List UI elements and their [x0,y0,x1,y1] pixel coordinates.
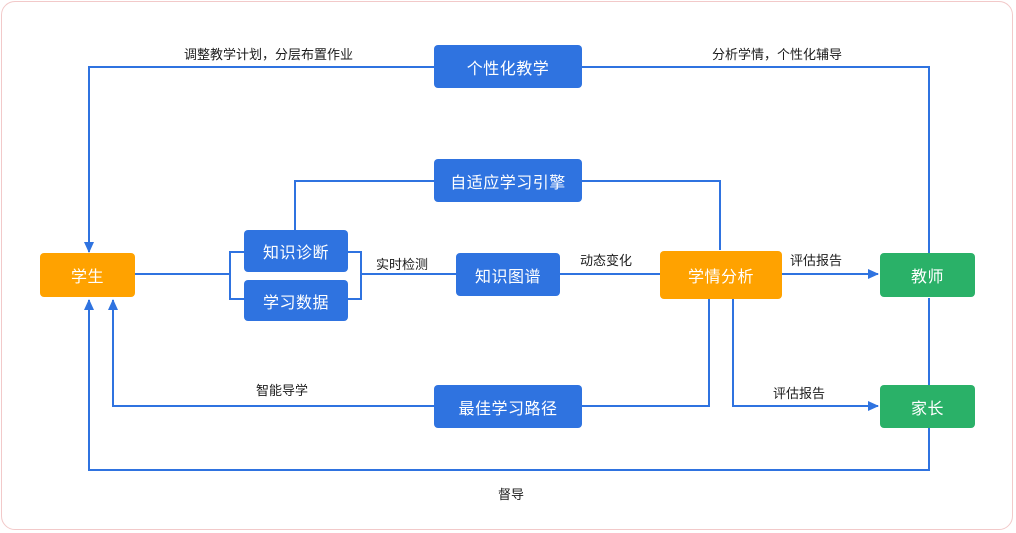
edge-analysis-to-parent [732,298,879,411]
label-dynamic-change: 动态变化 [580,254,633,269]
label-smart-guide: 智能导学 [256,384,309,399]
label-report-parent: 评估报告 [773,387,826,402]
label-realtime-detect: 实时检测 [376,258,429,273]
node-parent: 家长 [880,385,975,428]
node-learning-analysis: 学情分析 [660,251,782,299]
node-learning-data: 学习数据 [244,280,348,321]
edge-parent-supervise-student [84,298,930,471]
node-knowledge-graph: 知识图谱 [456,253,560,296]
label-analyze-guide: 分析学情，个性化辅导 [712,48,843,63]
node-student: 学生 [40,253,135,297]
node-knowledge-diagnosis: 知识诊断 [244,230,348,272]
edge-analysis-path-student [108,298,710,407]
label-supervise: 督导 [498,488,525,503]
node-teacher: 教师 [880,253,975,297]
node-personalized-teaching: 个性化教学 [434,45,582,88]
node-best-path: 最佳学习路径 [434,385,582,428]
node-adaptive-engine: 自适应学习引擎 [434,159,582,202]
label-adjust-plan: 调整教学计划，分层布置作业 [184,48,354,63]
bracket-left [229,251,244,300]
label-report-teacher: 评估报告 [790,254,843,269]
bracket-right [348,251,362,300]
